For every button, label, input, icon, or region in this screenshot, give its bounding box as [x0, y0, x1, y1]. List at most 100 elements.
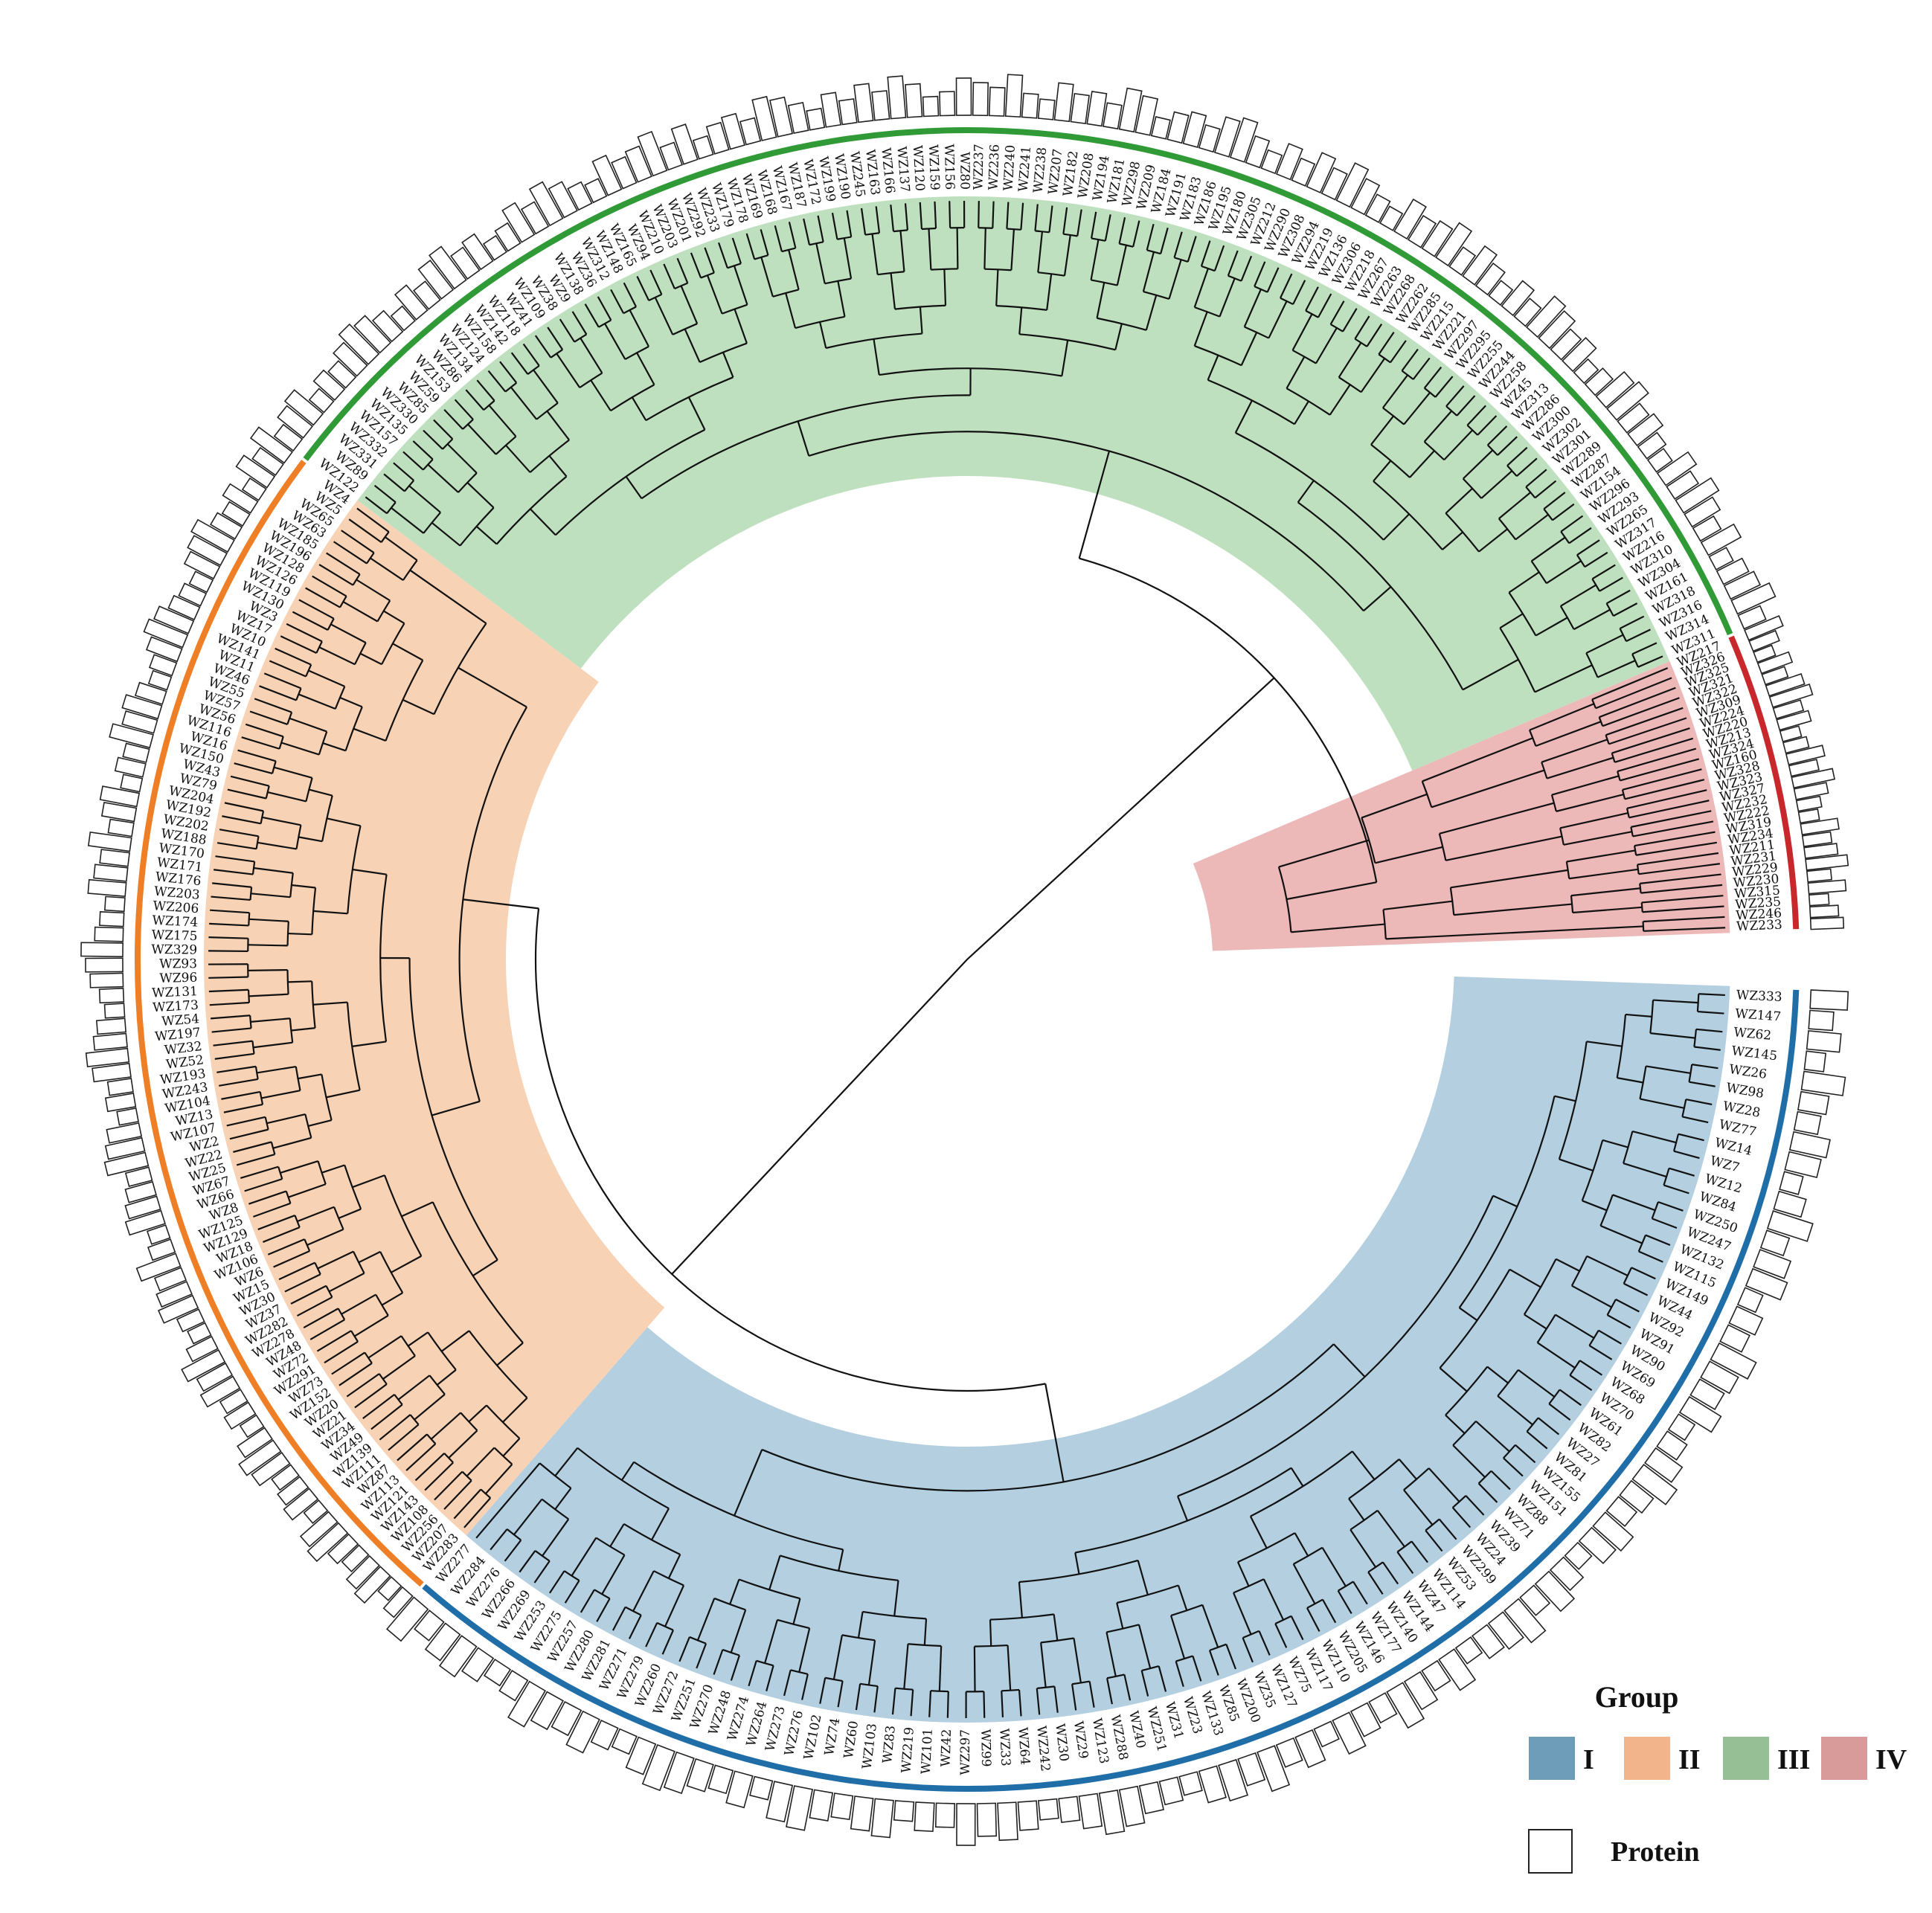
branch	[222, 815, 261, 825]
branch	[620, 1462, 635, 1481]
branch	[1361, 817, 1376, 864]
protein-bar	[766, 1781, 794, 1823]
protein-bar	[1768, 684, 1814, 708]
branch	[1582, 1200, 1608, 1212]
branch	[1442, 531, 1463, 550]
branch	[1689, 1081, 1716, 1087]
branch	[809, 241, 824, 246]
group-ring-iv	[1728, 635, 1800, 930]
protein-bar	[1708, 547, 1734, 570]
protein-bar	[1078, 1793, 1103, 1830]
protein-bar	[1474, 262, 1506, 296]
branch	[1686, 1099, 1713, 1105]
branch	[427, 1331, 457, 1371]
branch	[226, 1116, 266, 1127]
branch	[788, 249, 800, 290]
branch	[305, 777, 313, 802]
branch	[1632, 820, 1714, 837]
leaf-label: WZ120	[910, 145, 928, 192]
branch	[1694, 1046, 1721, 1051]
branch	[1360, 358, 1386, 393]
legend: Group I II III IV Protein	[1528, 1680, 1907, 1874]
branch	[1254, 286, 1268, 293]
protein-bar	[1053, 82, 1074, 123]
branch	[1626, 789, 1707, 809]
branch	[768, 1555, 781, 1590]
branch	[1382, 407, 1405, 425]
branch	[734, 309, 748, 344]
protein-bar	[1513, 298, 1542, 327]
branch	[214, 1052, 254, 1060]
leaf-label: WZ62	[1733, 1025, 1772, 1044]
branch	[594, 1589, 611, 1600]
branch	[1637, 1235, 1647, 1252]
branch	[1240, 332, 1258, 366]
branch	[354, 1383, 388, 1409]
protein-bar	[1534, 1570, 1576, 1613]
protein-bar	[414, 1610, 445, 1642]
protein-bar	[507, 1680, 547, 1728]
protein-bar	[103, 1003, 126, 1019]
branch	[1569, 1375, 1593, 1392]
branch	[857, 1611, 864, 1639]
branch	[386, 501, 397, 514]
branch	[378, 1373, 388, 1385]
protein-bar	[1800, 1070, 1846, 1096]
legend-title: Group	[1595, 1680, 1679, 1714]
branch	[240, 1166, 279, 1180]
protein-bar	[1438, 1648, 1477, 1691]
branch	[250, 1017, 290, 1023]
branch	[280, 742, 320, 756]
branch	[253, 1202, 291, 1218]
branch	[1551, 775, 1620, 796]
branch	[341, 1293, 376, 1315]
branch	[819, 321, 827, 349]
branch	[919, 306, 923, 334]
branch	[401, 1201, 434, 1218]
branch	[1349, 1509, 1379, 1531]
protein-bar	[1784, 1151, 1822, 1179]
branch	[1243, 289, 1262, 327]
leaf-label: WZ288	[1107, 1714, 1130, 1761]
clade-band-i	[466, 976, 1730, 1723]
branch	[393, 462, 414, 481]
branch	[1692, 1064, 1718, 1070]
protein-bar	[1538, 310, 1576, 350]
branch	[247, 989, 251, 1003]
branch	[1007, 228, 1021, 231]
legend-swatch-ii	[1624, 1737, 1670, 1780]
protein-bar	[1364, 193, 1391, 223]
branch	[430, 1412, 462, 1440]
protein-bar	[237, 1427, 273, 1459]
branch	[1403, 392, 1431, 425]
protein-bar	[106, 1122, 143, 1144]
branch	[383, 610, 405, 624]
branch	[454, 399, 474, 420]
backbone-branch	[1286, 881, 1377, 901]
branch	[318, 564, 354, 586]
branch	[1351, 1450, 1376, 1480]
branch	[254, 1066, 259, 1080]
branch	[424, 1462, 454, 1491]
branch	[1606, 1299, 1617, 1316]
protein-bar	[104, 1093, 137, 1113]
leaf-label: WZ173	[153, 998, 199, 1016]
branch	[1678, 1133, 1704, 1142]
branch	[1158, 1665, 1167, 1692]
branch	[580, 1589, 595, 1613]
protein-bar	[1070, 92, 1090, 125]
branch	[628, 1614, 642, 1639]
branch	[1638, 1250, 1663, 1263]
branch	[1428, 1467, 1460, 1502]
branch	[1508, 571, 1540, 594]
branch	[1515, 513, 1549, 541]
branch	[1641, 895, 1724, 904]
branch	[871, 234, 879, 275]
protein-bar	[1260, 149, 1283, 175]
branch	[1625, 628, 1651, 643]
legend-item-ii: II	[1624, 1737, 1701, 1780]
protein-bar	[1745, 1267, 1788, 1301]
protein-bar	[104, 896, 126, 913]
branch	[1615, 1299, 1640, 1313]
branch	[388, 1424, 420, 1451]
